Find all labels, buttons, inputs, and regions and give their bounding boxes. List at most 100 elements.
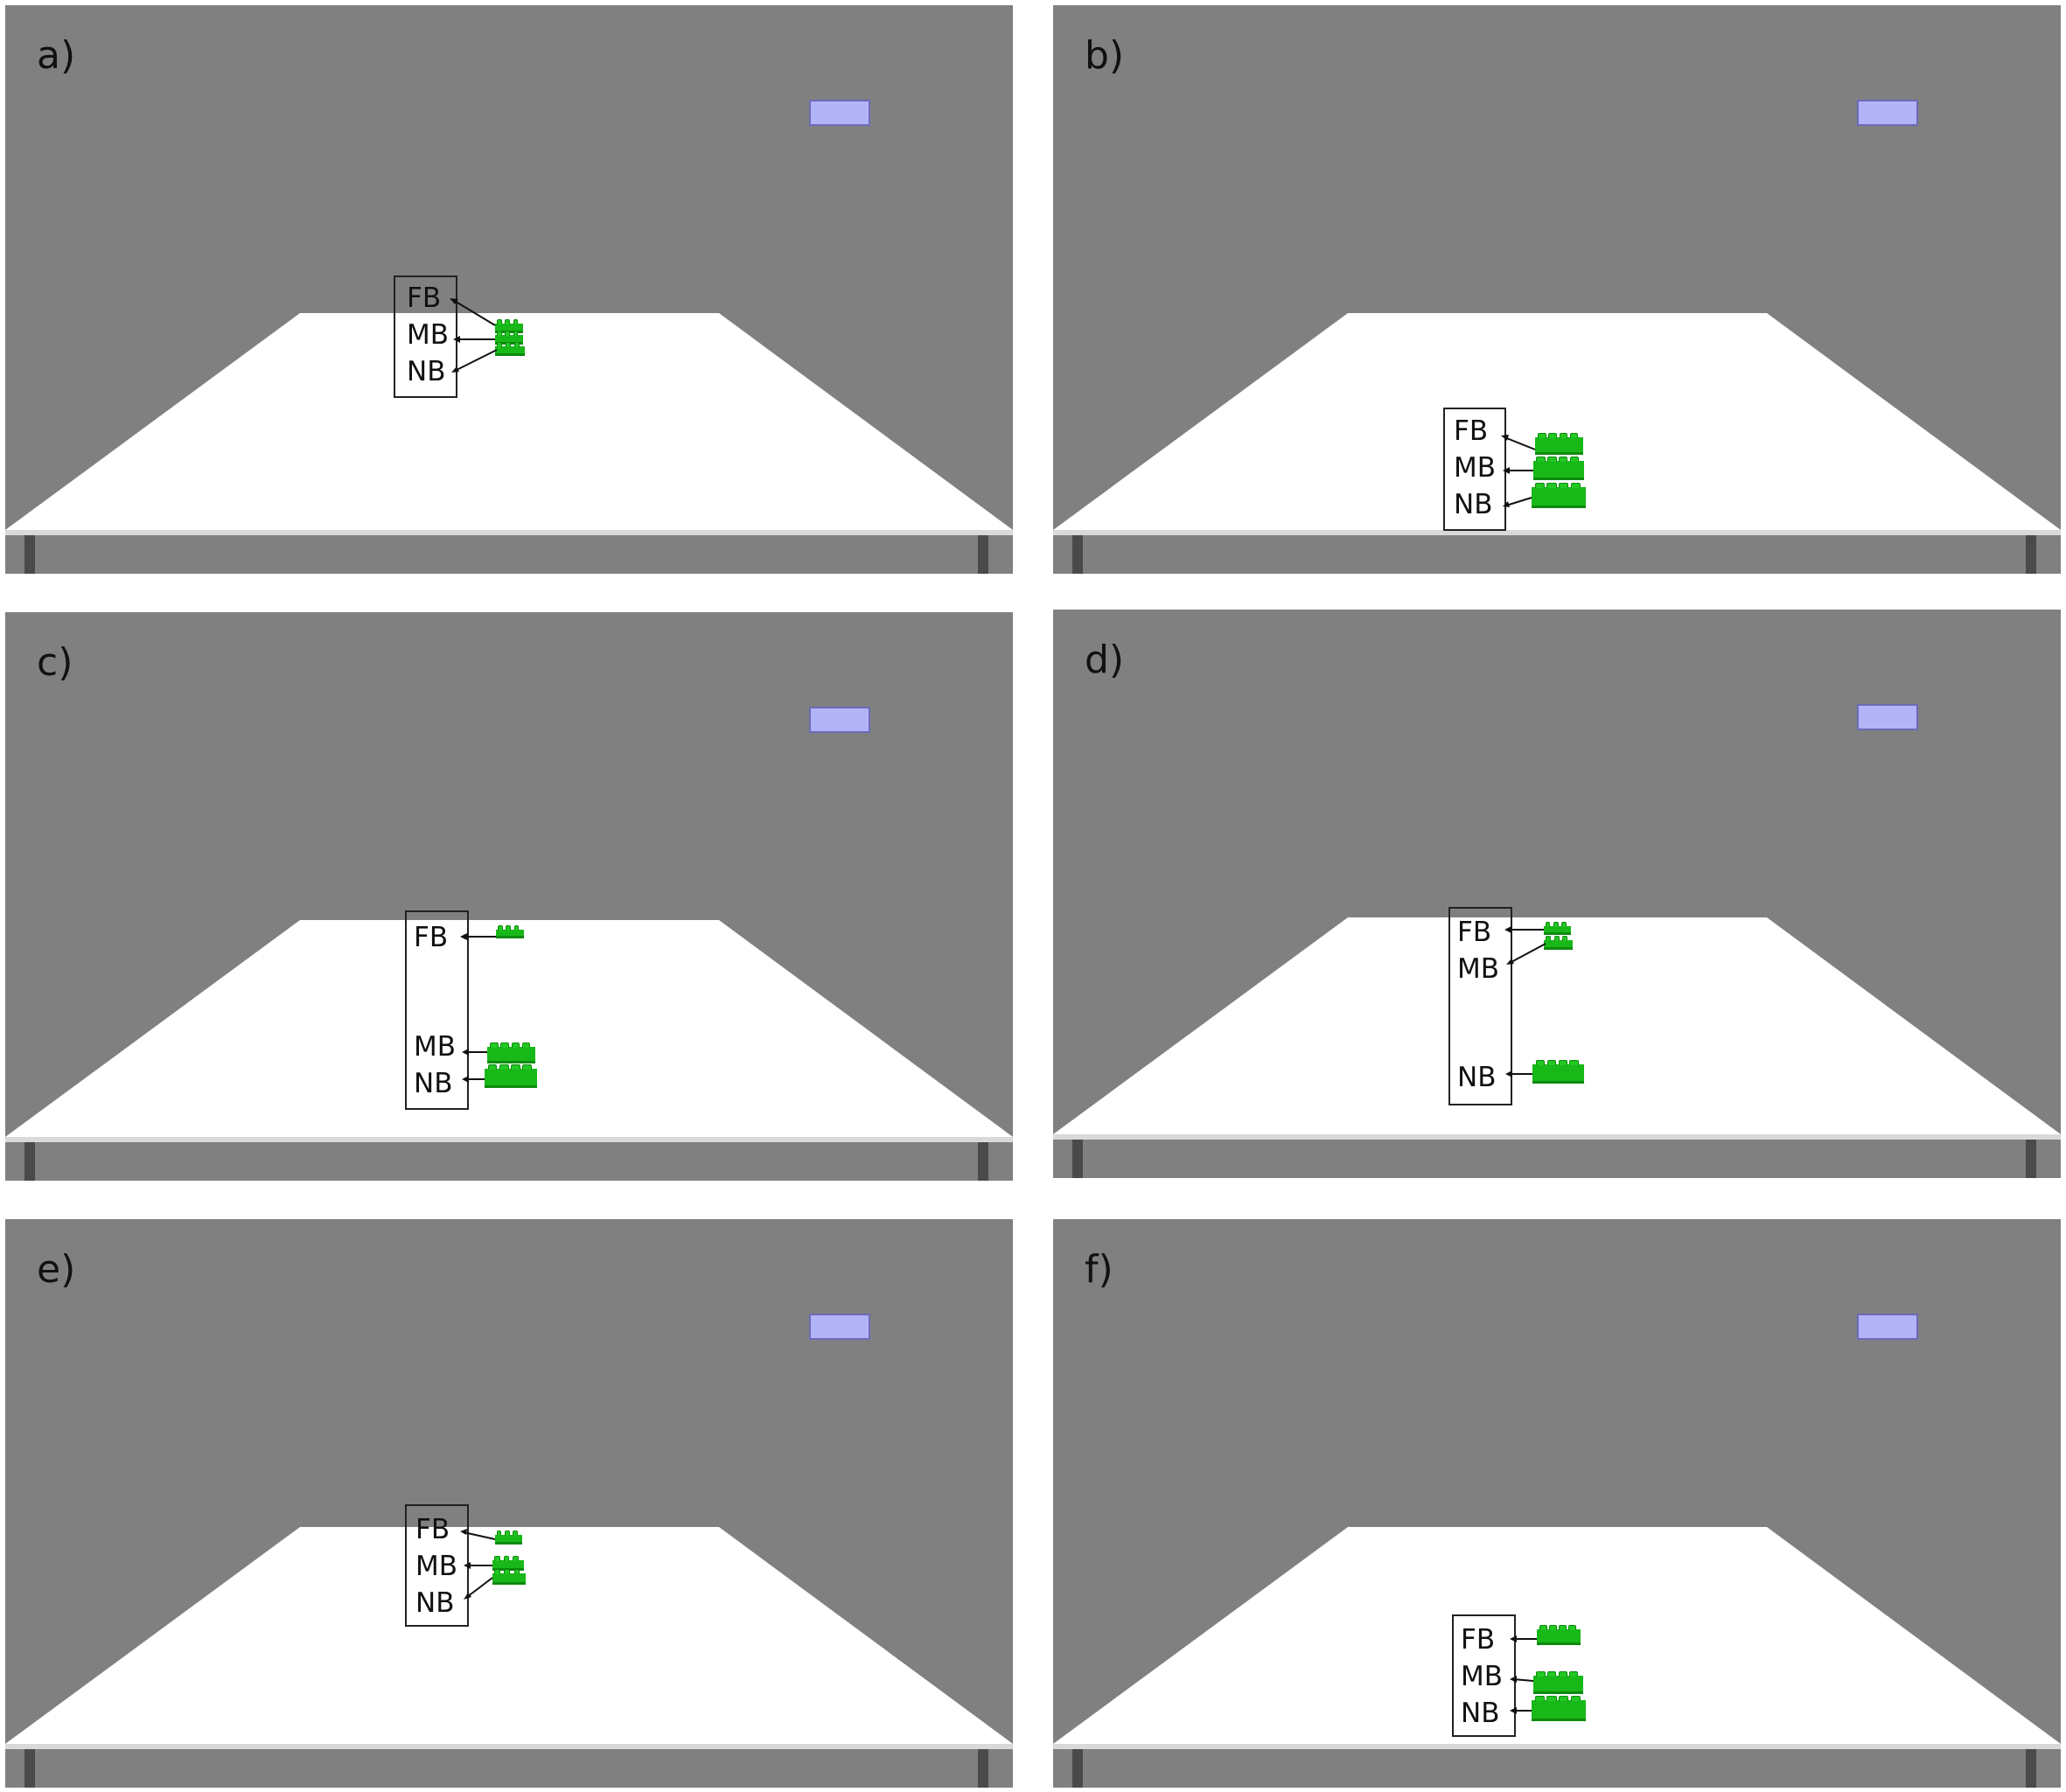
- brick-stud: [1570, 1696, 1581, 1701]
- brick-stud: [513, 342, 520, 347]
- brick-stud: [504, 1569, 511, 1574]
- brick-stud: [1559, 457, 1568, 462]
- brick-stud: [513, 319, 519, 324]
- brick-stud: [1545, 922, 1551, 927]
- brick-fb: [1535, 433, 1583, 455]
- brick-stud: [1534, 1696, 1545, 1701]
- label-arrows: [1501, 435, 1536, 507]
- brick-stud: [490, 1042, 499, 1048]
- label-box: [1452, 1614, 1516, 1737]
- brick-stud: [487, 1064, 498, 1070]
- label-fb: FB: [414, 922, 449, 953]
- brick-fb: [1544, 922, 1571, 935]
- brick-stud: [1553, 922, 1559, 927]
- brick-stud: [513, 1569, 520, 1574]
- label-arrows: [1504, 926, 1546, 1077]
- label-nb: NB: [415, 1587, 455, 1619]
- brick-mb: [487, 1042, 535, 1063]
- brick-mb: [1544, 936, 1573, 950]
- label-box: [394, 275, 457, 398]
- window: [809, 707, 870, 733]
- brick-stud: [494, 1569, 501, 1574]
- label-arrows: [460, 933, 496, 1083]
- brick-stud: [1553, 936, 1560, 941]
- brick-stud: [506, 342, 512, 347]
- brick-stud: [513, 331, 519, 336]
- brick-stud: [505, 319, 511, 324]
- brick-stud: [1559, 1625, 1567, 1630]
- label-arrows: [460, 1529, 496, 1600]
- brick-stud: [1559, 483, 1569, 488]
- brick-stud: [1561, 922, 1567, 927]
- label-nb: NB: [414, 1068, 453, 1099]
- panel-c: c) FB MB NB: [5, 612, 1013, 1181]
- brick-stud: [521, 1042, 531, 1048]
- panel-e: e) FB MB NB: [5, 1219, 1013, 1788]
- label-fb: FB: [407, 282, 442, 314]
- table-scene: [1053, 917, 2061, 1178]
- brick-stud: [496, 1531, 502, 1536]
- brick-stud: [1538, 433, 1547, 438]
- panel-f: f) FB MB NB: [1053, 1219, 2061, 1788]
- label-fb: FB: [1461, 1624, 1496, 1656]
- label-nb: NB: [1454, 489, 1493, 520]
- brick-nb: [1532, 1696, 1586, 1721]
- brick-stud: [1558, 1671, 1567, 1677]
- brick-stud: [522, 1064, 532, 1070]
- brick-stud: [513, 1556, 519, 1561]
- panel-label: b): [1085, 33, 1125, 78]
- brick-stud: [1568, 1625, 1576, 1630]
- brick-stud: [1569, 1060, 1580, 1065]
- label-fb: FB: [1454, 415, 1489, 447]
- label-mb: MB: [1454, 452, 1497, 484]
- brick-stud: [1546, 1671, 1557, 1677]
- brick-stud: [1536, 457, 1546, 462]
- window: [809, 100, 870, 126]
- label-mb: MB: [407, 319, 450, 351]
- brick-stud: [1569, 433, 1579, 438]
- brick-stud: [1534, 483, 1545, 488]
- brick-nb: [1532, 483, 1586, 508]
- brick-stud: [1546, 1060, 1557, 1065]
- label-mb: MB: [415, 1551, 458, 1582]
- table-scene: [1053, 313, 2061, 574]
- brick-stud: [1535, 1060, 1546, 1065]
- brick-nb: [1532, 1060, 1584, 1084]
- brick-stud: [1562, 936, 1568, 941]
- brick-stud: [1559, 433, 1568, 438]
- brick-stud: [503, 1556, 510, 1561]
- brick-stud: [1546, 1696, 1557, 1701]
- brick-stud: [1547, 457, 1557, 462]
- brick-stud: [496, 331, 502, 336]
- brick-stud: [1536, 1671, 1546, 1677]
- table-scene: [5, 920, 1013, 1181]
- brick-mb: [1533, 1671, 1583, 1694]
- brick-stud: [1546, 483, 1557, 488]
- brick-stud: [497, 925, 503, 931]
- brick-nb: [492, 1569, 526, 1585]
- window: [1857, 100, 1918, 126]
- label-nb: NB: [1461, 1698, 1500, 1729]
- brick-stud: [500, 1042, 510, 1048]
- label-nb: NB: [1457, 1062, 1497, 1093]
- brick-mb: [1533, 457, 1584, 480]
- brick-nb: [495, 342, 525, 356]
- label-arrows: [450, 298, 498, 373]
- brick-stud: [1570, 483, 1581, 488]
- panel-label: e): [37, 1247, 76, 1292]
- label-fb: FB: [415, 1514, 450, 1545]
- brick-fb: [496, 925, 524, 938]
- window: [1857, 704, 1918, 730]
- label-box: [1448, 907, 1512, 1105]
- panel-label: f): [1085, 1247, 1113, 1292]
- panel-b: b) FB MB NB: [1053, 5, 2061, 574]
- brick-nb: [485, 1064, 537, 1088]
- panel-label: a): [37, 33, 76, 78]
- brick-stud: [496, 319, 502, 324]
- label-arrows: [1510, 1635, 1537, 1714]
- brick-stud: [511, 1064, 520, 1070]
- brick-fb: [495, 1531, 522, 1544]
- brick-stud: [513, 1531, 518, 1536]
- table-scene: [5, 313, 1013, 574]
- table-scene: [5, 1527, 1013, 1788]
